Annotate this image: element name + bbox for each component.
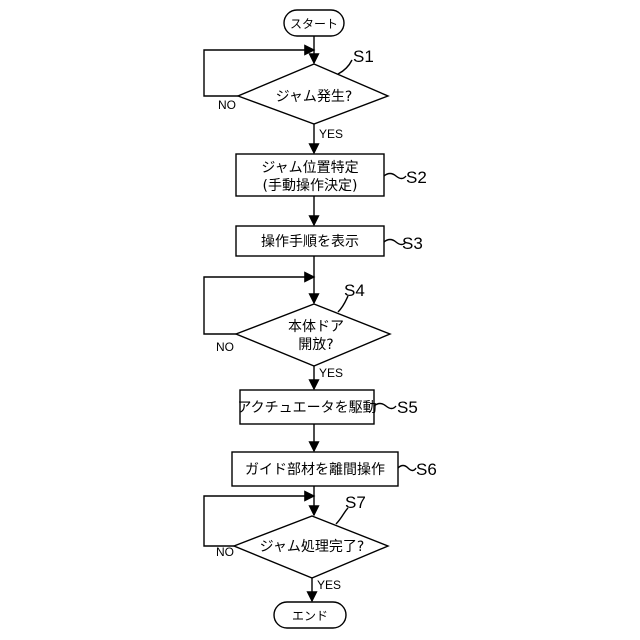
s3-text: 操作手順を表示 <box>261 234 359 250</box>
s1-yes-label: YES <box>319 127 343 141</box>
s7-text: ジャム処理完了? <box>260 539 365 555</box>
end-label: エンド <box>292 609 328 623</box>
s2-id: S2 <box>406 168 427 187</box>
s4-no-label: NO <box>216 340 234 354</box>
s1-no-label: NO <box>218 98 236 112</box>
s5-id: S5 <box>397 398 418 417</box>
start-label: スタート <box>290 17 338 31</box>
s4-line1: 本体ドア <box>288 319 344 335</box>
s2-line1: ジャム位置特定 <box>261 160 358 176</box>
s6-leader <box>398 466 416 471</box>
s5-text: アクチュエータを駆動 <box>237 400 376 416</box>
s6-id: S6 <box>416 460 437 479</box>
s3-id: S3 <box>402 234 423 253</box>
s6-text: ガイド部材を離間操作 <box>245 461 385 478</box>
s1-id: S1 <box>353 47 374 66</box>
s4-yes-label: YES <box>319 366 343 380</box>
s2-line2: (手動操作決定) <box>263 178 358 194</box>
s5-leader <box>374 404 396 409</box>
s4-line2: 開放? <box>298 337 333 353</box>
s4-id: S4 <box>344 281 365 300</box>
s4-decision <box>236 304 390 366</box>
s7-yes-label: YES <box>317 578 341 592</box>
s2-leader <box>384 174 406 179</box>
s7-no-label: NO <box>216 545 234 559</box>
s7-id: S7 <box>345 493 366 512</box>
s1-leader <box>338 60 352 74</box>
s1-text: ジャム発生? <box>276 89 353 105</box>
